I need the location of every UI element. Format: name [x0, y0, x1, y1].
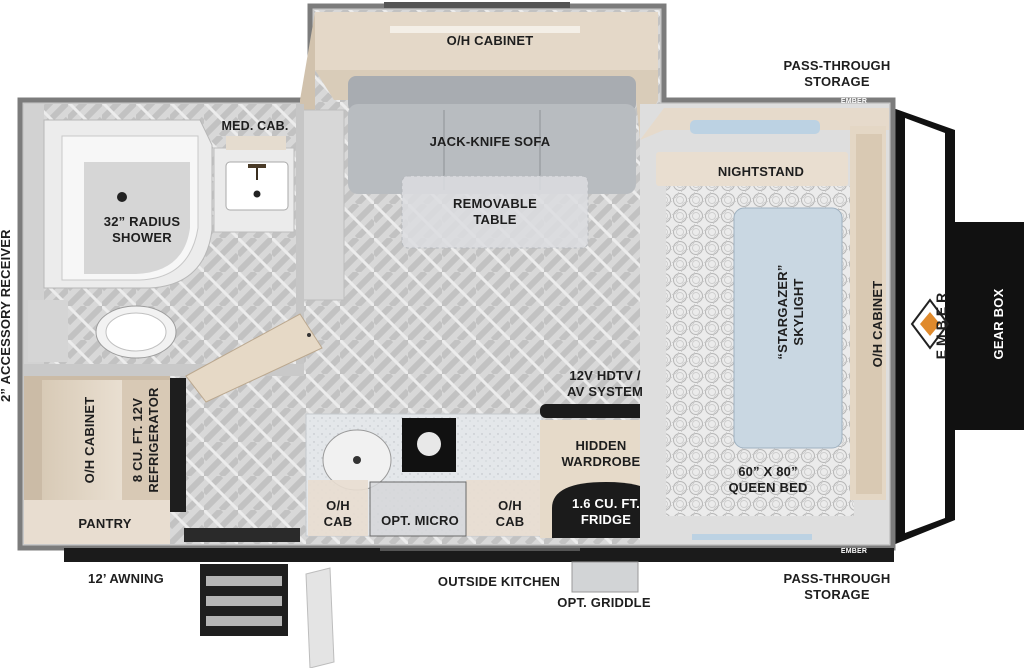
bathroom-door [185, 313, 323, 403]
label-pass-through-bottom: PASS-THROUGH STORAGE [783, 571, 891, 602]
awning-rail [64, 548, 894, 562]
label-oh-cab-right: O/H CAB [495, 498, 525, 529]
ember-logo-icon [910, 298, 950, 350]
label-accessory-receiver: 2” ACCESSORY RECEIVER [0, 229, 13, 402]
label-overhead-cabinet-left: O/H CABINET [82, 396, 97, 484]
label-hidden-wardrobe: HIDDEN WARDROBE [561, 438, 641, 469]
label-overhead-cabinet-top: O/H CABINET [446, 33, 534, 48]
label-fridge: 1.6 CU. FT. FRIDGE [572, 496, 640, 527]
label-med-cab: MED. CAB. [221, 119, 289, 133]
label-awning: 12’ AWNING [88, 571, 164, 586]
entry-door-frame [184, 528, 300, 542]
removable-table [401, 175, 589, 249]
label-opt-griddle: OPT. GRIDDLE [557, 595, 651, 610]
label-pass-through-top: PASS-THROUGH STORAGE [783, 58, 891, 89]
bedroom [640, 104, 889, 544]
entry-wall [299, 109, 345, 301]
bathroom [24, 104, 304, 376]
kitchen-counter [305, 413, 543, 537]
label-gear-box: GEAR BOX [991, 288, 1006, 360]
label-oh-cab-left: O/H CAB [323, 498, 353, 529]
label-pantry: PANTRY [78, 516, 132, 531]
label-nightstand: NIGHTSTAND [717, 164, 805, 179]
front-cabinets [24, 376, 186, 544]
label-overhead-cabinet-right: O/H CABINET [870, 280, 885, 368]
ember-logo-text: EMBER [933, 288, 949, 360]
label-refrigerator: 8 CU. FT. 12V REFRIGERATOR [130, 387, 161, 493]
ember-logo-small: EMBER [840, 98, 868, 105]
label-shower: 32” RADIUS SHOWER [103, 214, 181, 245]
outside-kitchen [571, 561, 639, 593]
entry-steps [200, 564, 335, 668]
label-opt-micro: OPT. MICRO [381, 513, 459, 528]
label-removable-table: REMOVABLE TABLE [453, 196, 537, 227]
label-queen-bed: 60” X 80” QUEEN BED [728, 464, 808, 495]
hdtv [540, 404, 660, 418]
label-sofa: JACK-KNIFE SOFA [429, 134, 551, 149]
label-skylight: “STARGAZER” SKYLIGHT [775, 264, 806, 360]
label-outside-kitchen: OUTSIDE KITCHEN [437, 574, 561, 589]
ember-logo-small-bottom: EMBER [840, 548, 868, 555]
label-hdtv: 12V HDTV / AV SYSTEM [567, 368, 643, 399]
